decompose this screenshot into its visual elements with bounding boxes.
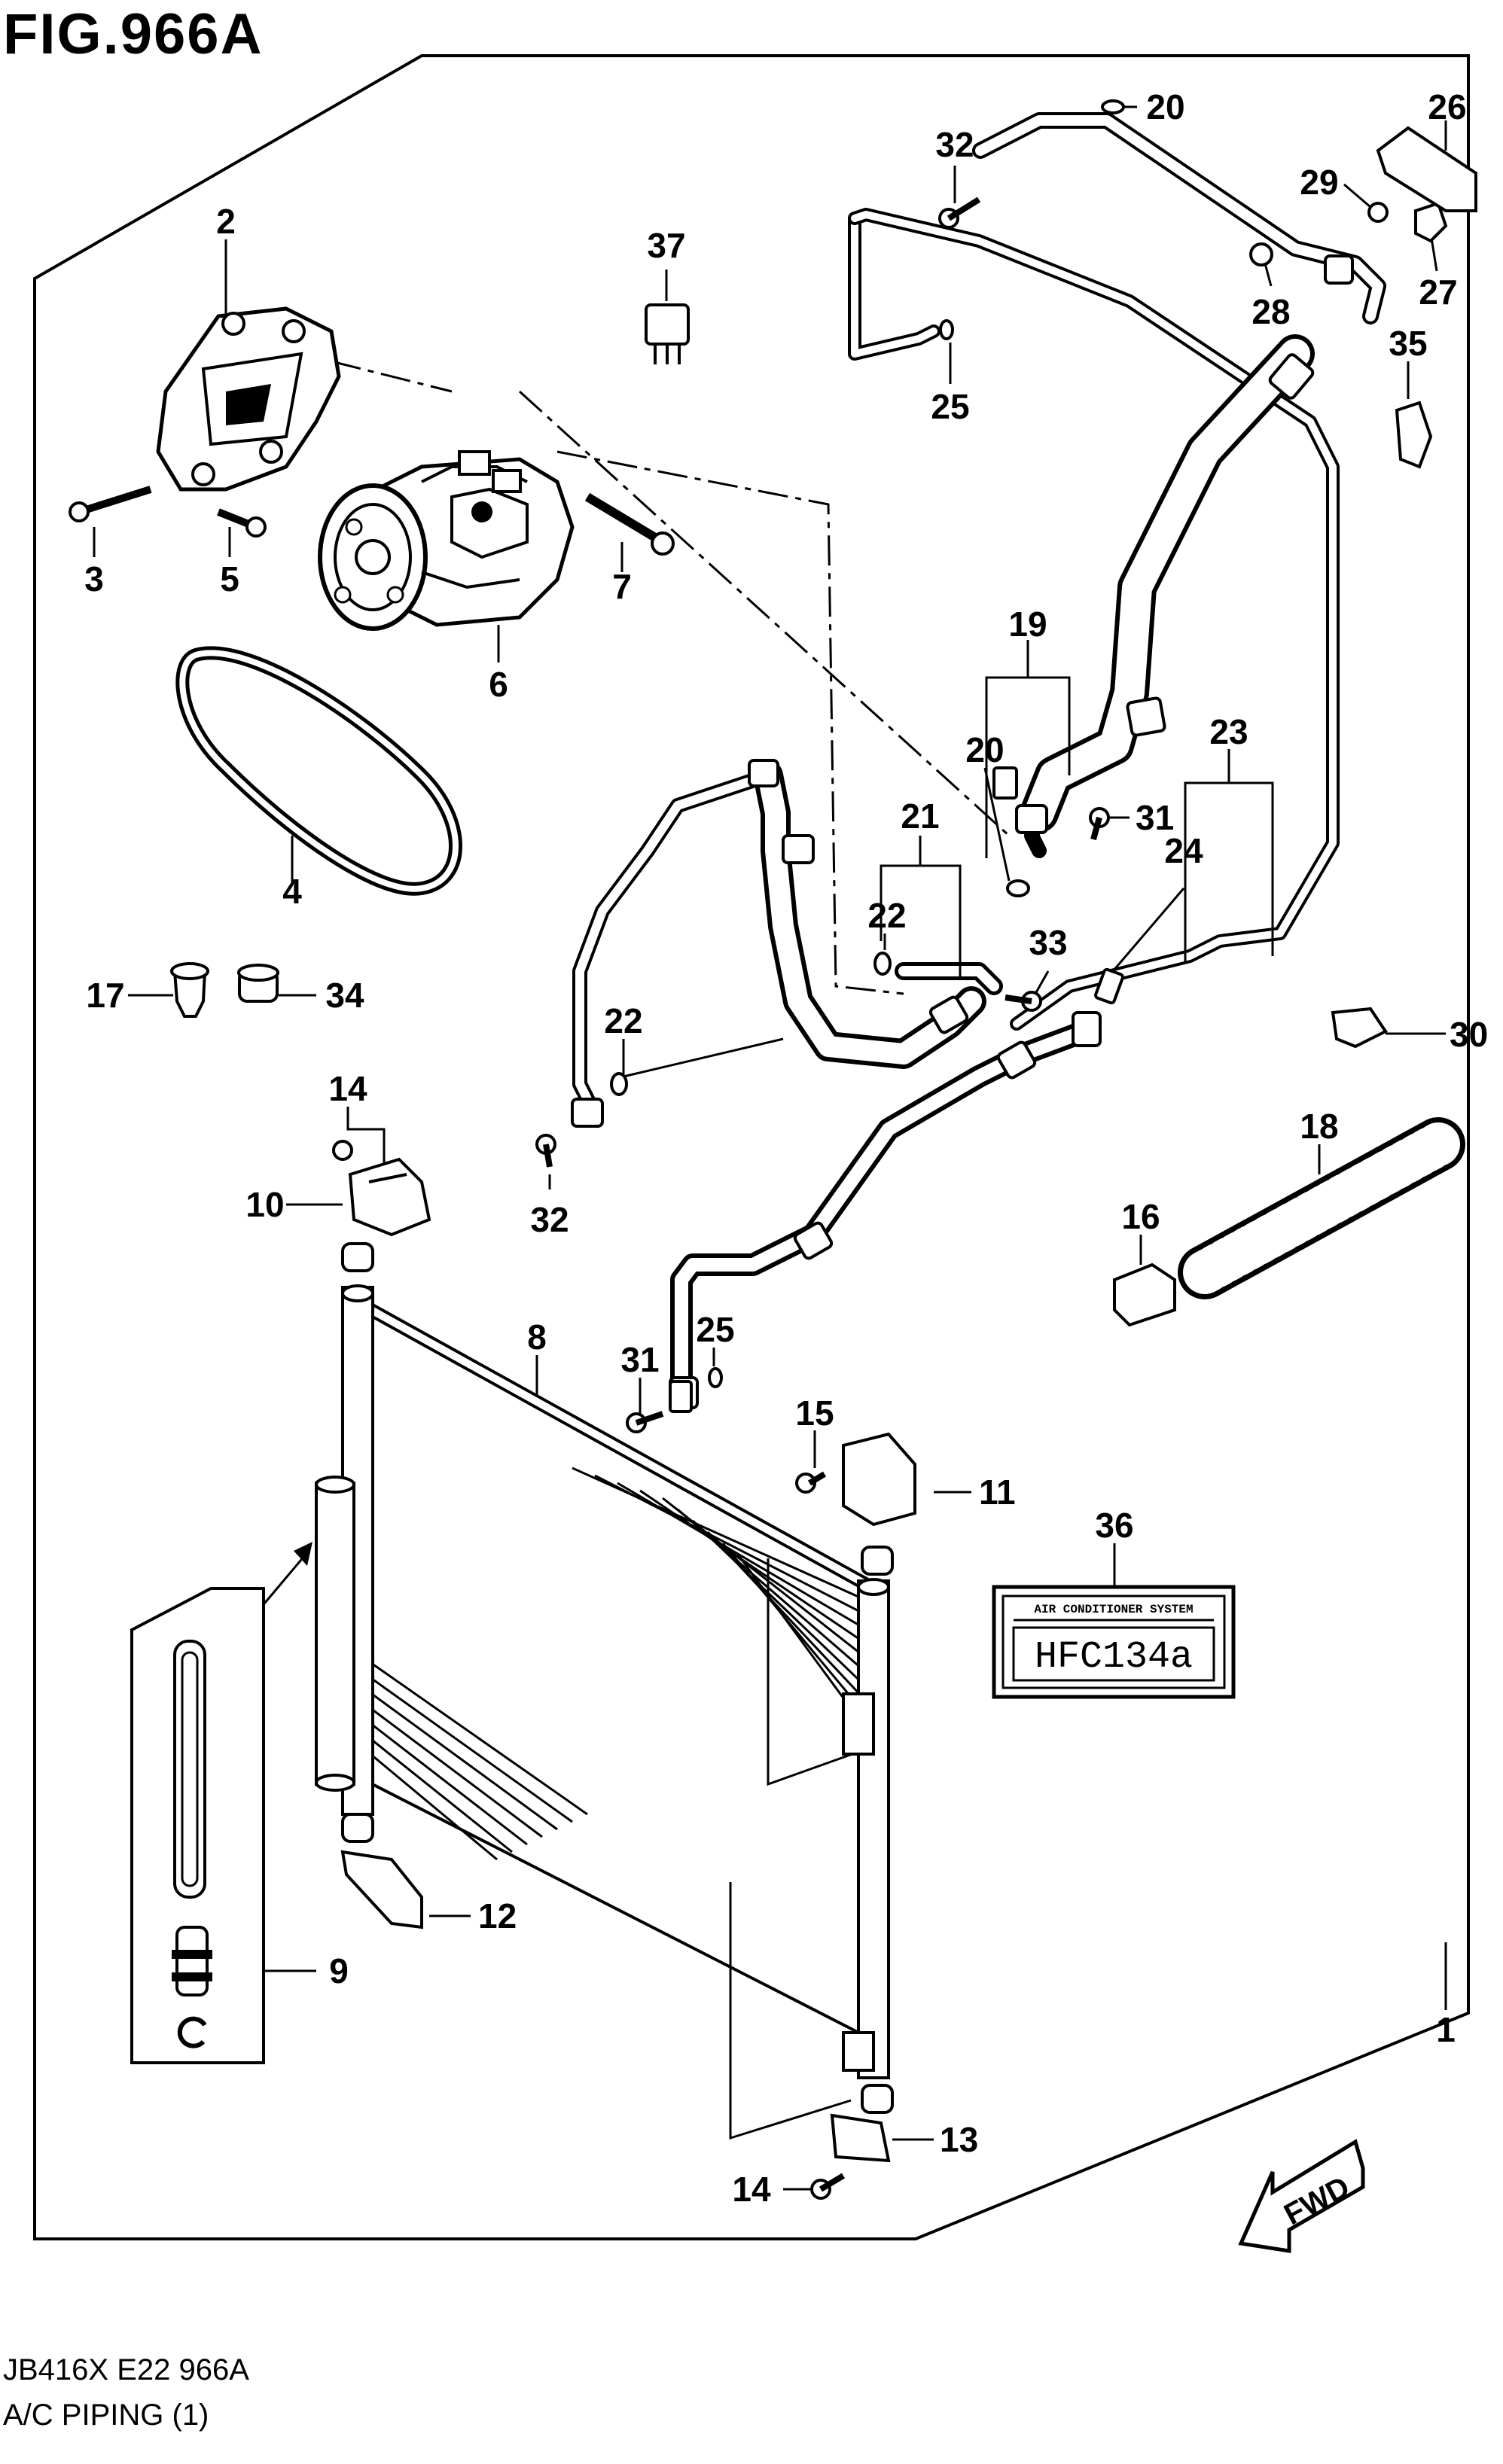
callout-29: 29 [1300,163,1338,202]
compressor [318,450,575,631]
callout-22-mid: 22 [867,896,906,935]
callout-18: 18 [1300,1107,1338,1146]
hose-19 [1020,334,1315,833]
callout-1: 1 [1436,2010,1456,2049]
callout-9: 9 [329,1951,349,1990]
callout-5: 5 [220,559,239,598]
relay-37 [645,303,690,364]
o-ring-22-right [873,952,892,976]
figure-code: JB416X E22 966A [3,2353,249,2386]
callout-23: 23 [1209,712,1248,751]
o-ring-20-mid [1006,879,1030,897]
callout-24: 24 [1164,831,1203,870]
figure-caption: A/C PIPING (1) [3,2399,209,2432]
callout-numbers: 1 2 3 4 5 6 7 8 9 10 11 12 13 14 14 15 1… [84,87,1488,2209]
pipe-suction-upper [972,112,1386,324]
callout-13: 13 [940,2120,978,2159]
callout-20-mid: 20 [965,730,1004,769]
callout-32-top: 32 [935,125,974,164]
callout-17: 17 [86,976,124,1015]
callout-26: 26 [1428,87,1466,126]
fwd-arrow: FWD [1238,2139,1365,2253]
callout-28: 28 [1251,292,1290,331]
o-ring-20-top [1101,99,1125,114]
corrugated-tube-18 [1178,1117,1465,1299]
callout-4: 4 [282,872,302,911]
callout-33: 33 [1029,923,1067,962]
callout-37: 37 [647,226,685,265]
callout-25-top: 25 [931,387,969,426]
drive-belt [175,646,462,896]
callout-10: 10 [245,1185,284,1224]
callout-3: 3 [84,559,104,598]
condenser [341,1284,890,2140]
o-ring-22-left [610,1072,628,1096]
callout-27: 27 [1419,273,1457,312]
receiver-arrowhead [294,1542,312,1566]
callout-7: 7 [612,567,632,606]
callout-30: 30 [1450,1015,1488,1054]
callout-32-bottom: 32 [530,1200,569,1239]
callout-36: 36 [1095,1506,1133,1545]
pipe-22-left [572,768,776,1122]
assembly-boundary [33,54,1470,2240]
callout-2: 2 [216,202,236,241]
callout-34: 34 [325,976,364,1015]
leader-lines [93,105,1447,2191]
callout-31-bottom: 31 [620,1340,659,1379]
label-plate-top-text: AIR CONDITIONER SYSTEM [1034,1603,1193,1616]
callout-31-mid: 31 [1136,798,1174,837]
o-rings [610,99,1125,1388]
callout-22-left: 22 [604,1001,642,1040]
callout-14-bottom: 14 [732,2170,771,2209]
compressor-bracket [156,306,341,492]
clips-grommets [170,126,1477,2163]
receiver-dryer [130,1476,355,2064]
pipe-liquid-24 [670,1020,1096,1412]
callout-21: 21 [901,796,939,836]
callout-25-bottom: 25 [696,1310,734,1349]
figure-title: FIG.966A [3,2,264,66]
o-ring-25-bottom [708,1367,723,1388]
label-plate-36: AIR CONDITIONER SYSTEM HFC134a [992,1585,1236,1699]
callout-14-top: 14 [328,1069,367,1108]
callout-19: 19 [1008,605,1047,644]
callout-16: 16 [1121,1197,1160,1236]
callout-6: 6 [489,665,508,704]
callout-15: 15 [795,1393,834,1433]
o-ring-25-top [939,319,954,340]
callout-35: 35 [1389,324,1427,363]
callout-11: 11 [979,1473,1016,1512]
callout-12: 12 [478,1896,517,1936]
bolts [69,196,1389,2200]
callout-20-top: 20 [1146,87,1184,126]
callout-8: 8 [527,1317,547,1357]
label-plate-main-text: HFC134a [1035,1636,1193,1679]
